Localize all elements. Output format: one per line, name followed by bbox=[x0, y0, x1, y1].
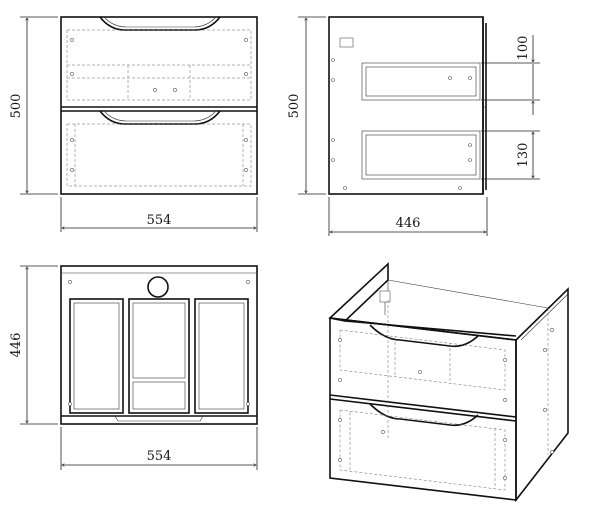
drawer1-height-label: 100 bbox=[516, 36, 531, 61]
top-width-label: 554 bbox=[147, 449, 172, 464]
top-depth-dimension: 446 bbox=[9, 265, 58, 425]
top-view bbox=[60, 265, 258, 425]
front-height-dimension: 500 bbox=[9, 16, 58, 195]
front-view bbox=[60, 16, 258, 195]
side-view bbox=[328, 16, 487, 195]
isometric-view bbox=[328, 262, 569, 503]
side-height-dimension: 500 bbox=[287, 16, 326, 195]
side-depth-dimension: 446 bbox=[328, 197, 488, 236]
drawer1-height-dimension: 100 bbox=[481, 35, 540, 115]
drawer2-height-label: 130 bbox=[516, 143, 531, 168]
front-width-dimension: 554 bbox=[60, 197, 258, 232]
top-depth-label: 446 bbox=[9, 333, 24, 358]
top-width-dimension: 554 bbox=[60, 427, 258, 470]
front-height-label: 500 bbox=[9, 94, 24, 119]
side-height-label: 500 bbox=[287, 94, 302, 119]
front-width-label: 554 bbox=[147, 213, 172, 228]
side-depth-label: 446 bbox=[396, 216, 421, 231]
drawer2-height-dimension: 130 bbox=[481, 130, 540, 180]
